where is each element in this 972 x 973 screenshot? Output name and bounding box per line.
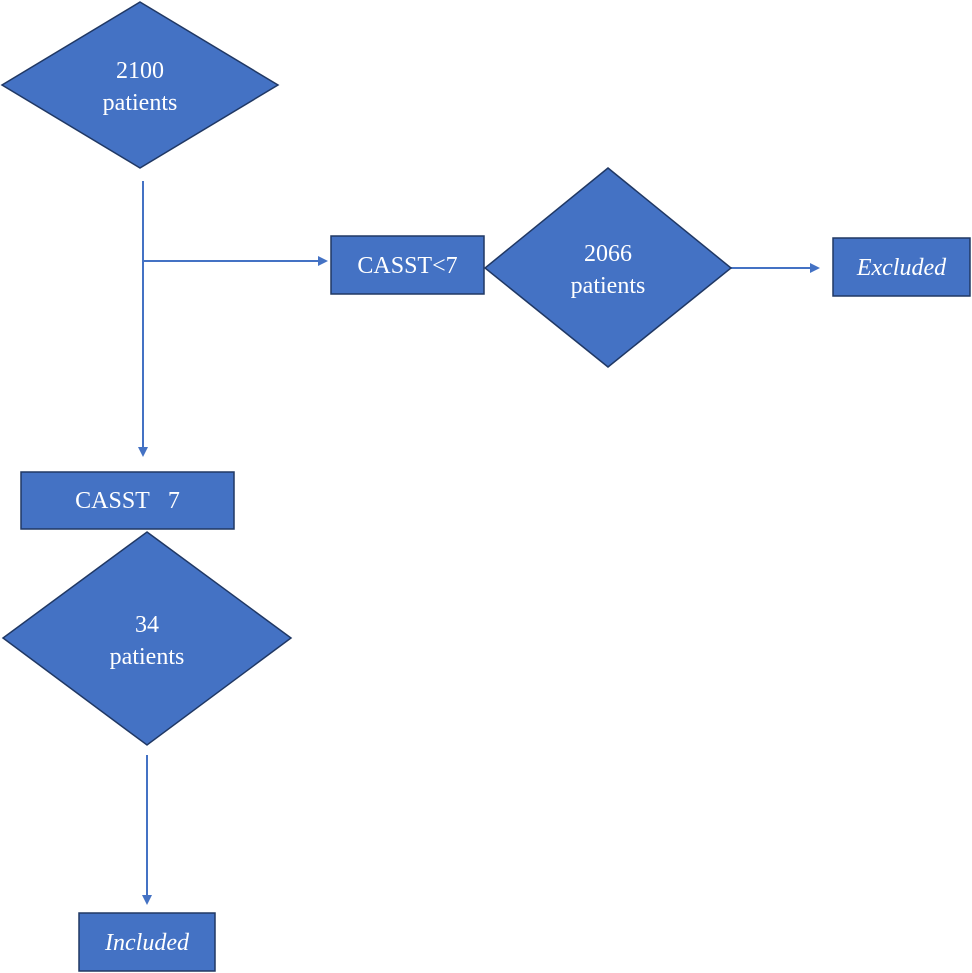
node-casst-high-box: CASST 7 <box>20 471 235 530</box>
node-start-line1: 2100 <box>116 58 164 84</box>
node-included-count-line1: 34 <box>135 612 159 638</box>
node-casst-high-label: CASST 7 <box>75 488 180 514</box>
node-included-box: Included <box>78 912 216 972</box>
node-included-count-line2: patients <box>110 644 185 670</box>
node-excluded-label: Excluded <box>856 255 947 281</box>
node-excluded-count-diamond: 2066 patients <box>483 167 733 368</box>
node-start-diamond: 2100 patients <box>0 1 280 169</box>
node-excluded-box: Excluded <box>832 237 971 297</box>
node-excluded-count-line2: patients <box>571 273 646 299</box>
node-excluded-count-line1: 2066 <box>584 241 632 267</box>
connectors <box>138 181 820 905</box>
node-start-line2: patients <box>103 90 178 116</box>
node-casst-low-label: CASST<7 <box>357 253 457 279</box>
node-included-label: Included <box>104 930 190 956</box>
node-included-count-diamond: 34 patients <box>1 531 293 746</box>
node-casst-low-box: CASST<7 <box>330 235 485 295</box>
